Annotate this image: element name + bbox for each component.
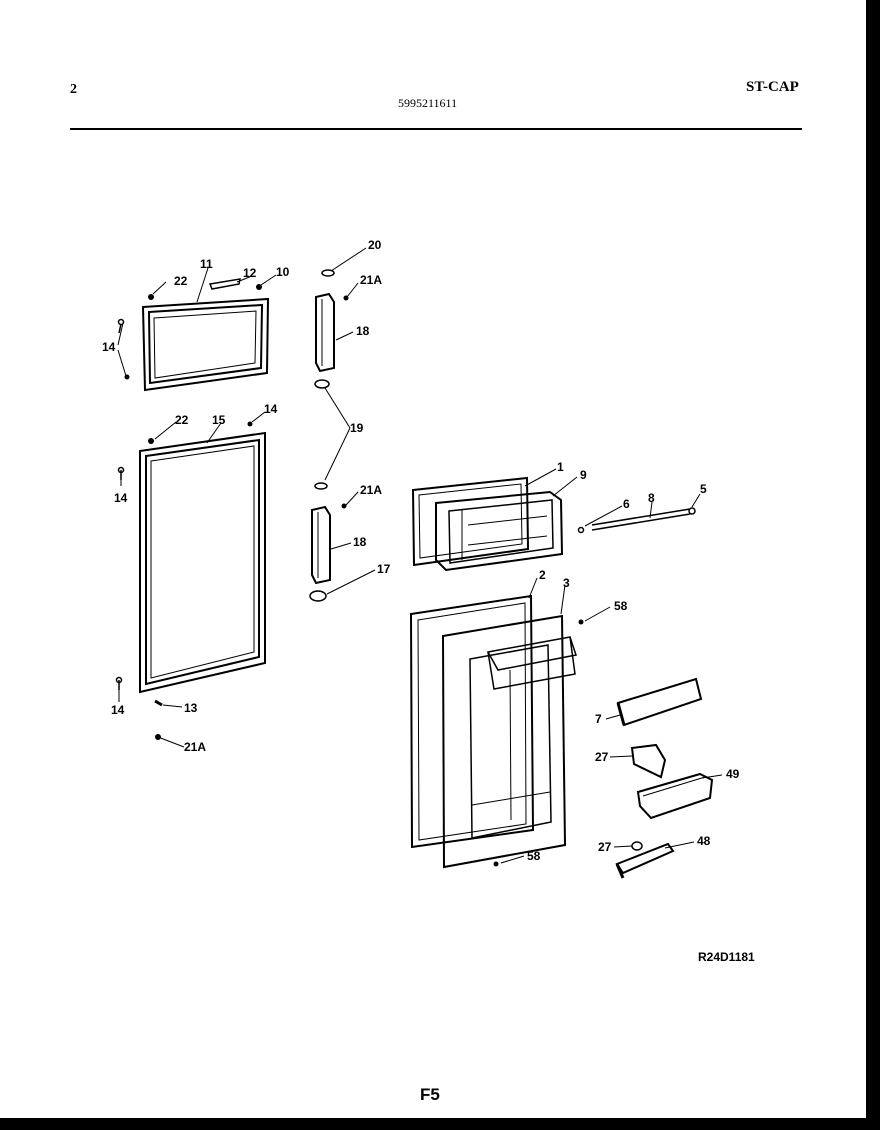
callout-22-b: 22 bbox=[175, 413, 189, 427]
callout-13: 13 bbox=[184, 701, 198, 715]
callout-1: 1 bbox=[557, 460, 564, 474]
callout-20: 20 bbox=[368, 238, 382, 252]
callout-14-b: 14 bbox=[264, 402, 278, 416]
freezer-gasket bbox=[141, 297, 270, 392]
callout-18-b: 18 bbox=[353, 535, 367, 549]
callout-9: 9 bbox=[580, 468, 587, 482]
freezer-door bbox=[411, 476, 530, 567]
clip-27 bbox=[630, 743, 667, 779]
screws bbox=[124, 284, 584, 867]
callout-10: 10 bbox=[276, 265, 290, 279]
callout-12: 12 bbox=[243, 266, 257, 280]
callout-11: 11 bbox=[200, 257, 213, 271]
part-number: 5995211611 bbox=[398, 96, 458, 110]
hinge-parts bbox=[309, 269, 335, 602]
callout-21a-a: 21A bbox=[184, 740, 207, 754]
callout-14-a: 14 bbox=[102, 340, 116, 354]
freezer-liner bbox=[435, 490, 564, 572]
door-bar-48 bbox=[615, 842, 675, 879]
callout-14-d: 14 bbox=[111, 703, 125, 717]
callout-6: 6 bbox=[623, 497, 630, 511]
callout-15: 15 bbox=[212, 413, 226, 427]
hinge-cover-lower bbox=[311, 505, 331, 585]
callout-2: 2 bbox=[539, 568, 546, 582]
callout-14-c: 14 bbox=[114, 491, 128, 505]
callout-19: 19 bbox=[350, 421, 364, 435]
callout-58-a: 58 bbox=[614, 599, 628, 613]
leader-lines bbox=[117, 247, 723, 864]
door-shelf-7 bbox=[616, 677, 703, 727]
parts-sheet: 2 5995211611 ST-CAP bbox=[0, 0, 866, 1118]
header-rule bbox=[70, 128, 802, 130]
section-code: F5 bbox=[420, 1085, 440, 1104]
callout-8: 8 bbox=[648, 491, 655, 505]
page-number: 2 bbox=[70, 82, 77, 97]
fresh-food-door bbox=[409, 594, 535, 849]
hinge-cover-upper bbox=[315, 292, 335, 373]
callout-21a-c: 21A bbox=[360, 483, 383, 497]
callout-5: 5 bbox=[700, 482, 707, 496]
callout-48: 48 bbox=[697, 834, 711, 848]
callout-22: 22 bbox=[174, 274, 188, 288]
fresh-food-liner bbox=[441, 614, 577, 869]
door-shelf-49 bbox=[636, 772, 714, 820]
clip-27-lower bbox=[631, 841, 643, 851]
exploded-parts-diagram bbox=[115, 247, 723, 879]
drawing-reference: R24D1181 bbox=[698, 950, 755, 964]
callout-17: 17 bbox=[377, 562, 391, 576]
callout-27-a: 27 bbox=[595, 750, 609, 764]
callout-27-b: 27 bbox=[598, 840, 612, 854]
trim-piece bbox=[208, 278, 241, 290]
callout-49: 49 bbox=[726, 767, 740, 781]
callout-7: 7 bbox=[595, 712, 602, 726]
fresh-food-gasket bbox=[139, 431, 266, 694]
callout-21a-b: 21A bbox=[360, 273, 383, 287]
callout-3: 3 bbox=[563, 576, 570, 590]
callout-18-a: 18 bbox=[356, 324, 370, 338]
model-code: ST-CAP bbox=[746, 79, 799, 95]
callout-58-b: 58 bbox=[527, 849, 541, 863]
rod bbox=[577, 507, 696, 534]
